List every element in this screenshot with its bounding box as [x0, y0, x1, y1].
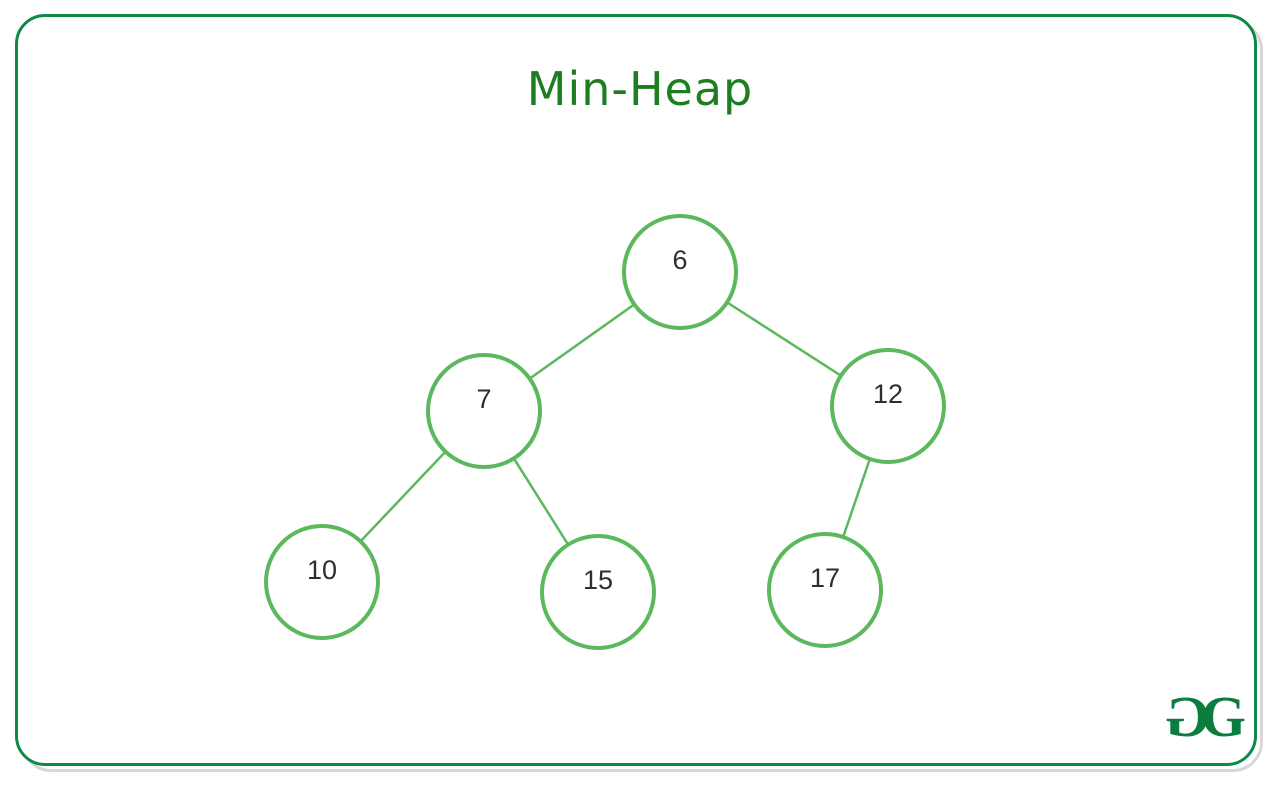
tree-node-value-6: 6: [672, 245, 687, 275]
tree-node-circle-15: [540, 534, 656, 650]
card-frame: [15, 14, 1257, 766]
tree-node-circle-17: [767, 532, 883, 648]
tree-node-7: 7: [426, 353, 542, 469]
tree-node-circle-12: [830, 348, 946, 464]
tree-node-6: 6: [622, 214, 738, 330]
tree-node-17: 17: [767, 532, 883, 648]
tree-node-12: 12: [830, 348, 946, 464]
tree-node-15: 15: [540, 534, 656, 650]
tree-node-value-15: 15: [583, 565, 613, 595]
tree-node-value-10: 10: [307, 555, 337, 585]
tree-node-value-12: 12: [873, 379, 903, 409]
tree-node-circle-10: [264, 524, 380, 640]
geeksforgeeks-logo: GG: [1164, 684, 1246, 749]
tree-node-value-17: 17: [810, 563, 840, 593]
tree-node-10: 10: [264, 524, 380, 640]
page-title: Min-Heap: [526, 62, 754, 116]
logo-g-glyph: G: [1200, 684, 1246, 749]
tree-node-circle-7: [426, 353, 542, 469]
tree-node-value-7: 7: [476, 384, 491, 414]
tree-node-circle-6: [622, 214, 738, 330]
logo-g-mirrored-glyph: G: [1164, 684, 1210, 749]
